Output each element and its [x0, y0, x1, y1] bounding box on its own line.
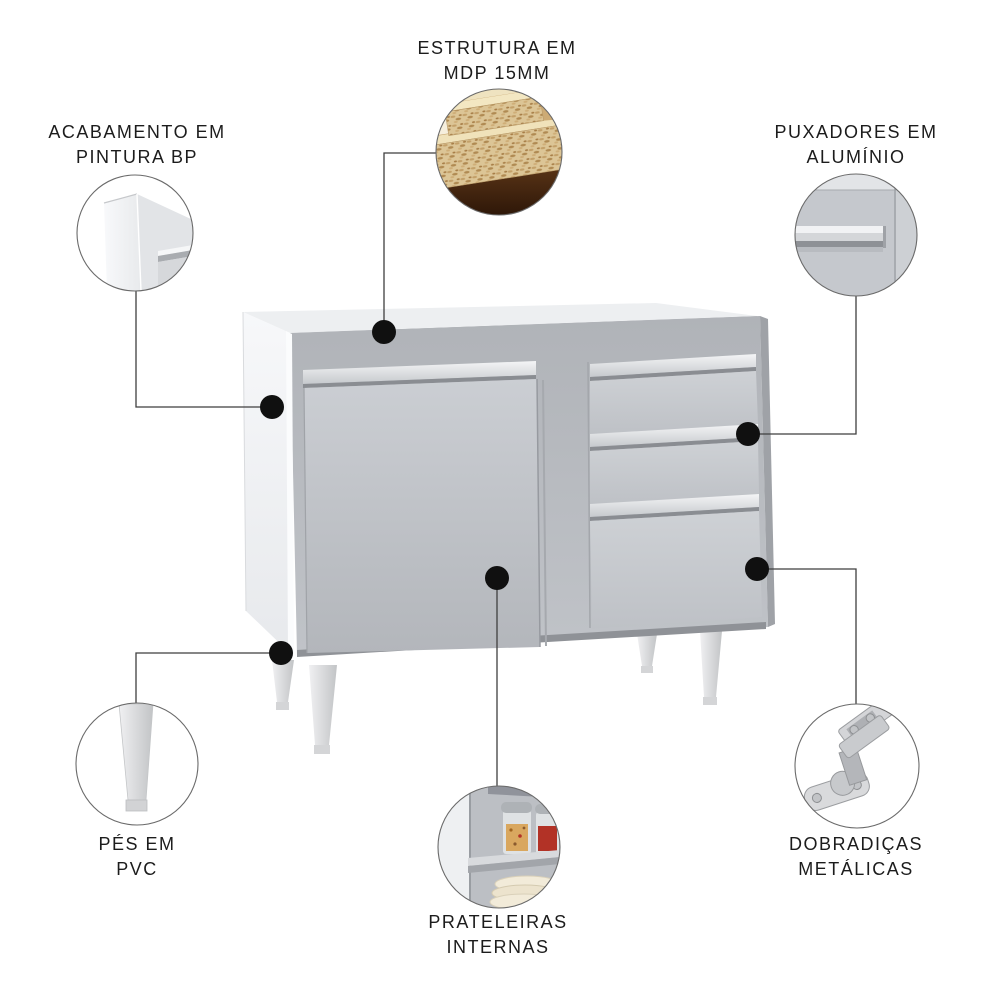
label-puxadores-aluminio: PUXADORES EM ALUMÍNIO — [774, 120, 937, 170]
metal-hinge-photo-icon — [803, 704, 894, 811]
label-dobradicas-metalicas: DOBRADIÇAS METÁLICAS — [789, 832, 923, 882]
cabinet-leg-back-left — [272, 660, 294, 710]
marker-dot-dobradicas — [745, 557, 769, 581]
label-dobradicas-line1: DOBRADIÇAS — [788, 834, 924, 854]
pvc-leg-photo-icon — [118, 703, 154, 812]
label-acabamento-bp: ACABAMENTO EM PINTURA BP — [48, 120, 225, 170]
cabinet-left-side-panel — [242, 311, 294, 655]
cabinet-drawers — [587, 354, 762, 629]
label-puxadores-line1: PUXADORES EM — [774, 122, 938, 142]
label-pes-pvc: PÉS EM PVC — [98, 832, 175, 882]
cabinet-right-edge — [760, 316, 775, 627]
callout-circle-dobradicas — [794, 703, 920, 829]
label-pes-line1: PÉS EM — [98, 834, 176, 854]
cabinet-illustration — [242, 303, 775, 754]
marker-dot-prateleiras — [485, 566, 509, 590]
connector-acabamento — [135, 291, 272, 408]
marker-dot-pes — [269, 641, 293, 665]
marker-dot-acabamento — [260, 395, 284, 419]
label-dobradicas-line2: METÁLICAS — [798, 859, 914, 879]
internal-shelf-photo-icon — [438, 786, 560, 908]
aluminum-handle-photo-icon — [795, 174, 917, 296]
label-prateleiras-line2: INTERNAS — [446, 937, 550, 957]
connector-pes — [135, 652, 281, 703]
callout-circle-estrutura — [435, 88, 563, 216]
connector-lines — [135, 152, 857, 786]
cabinet-drawer-3 — [590, 494, 762, 629]
callout-circle-prateleiras — [437, 785, 561, 909]
cabinet-leg-back-right — [637, 634, 657, 673]
cabinet-drawer-1 — [590, 354, 758, 434]
cabinet-open-top — [243, 303, 757, 333]
connector-puxadores — [748, 296, 857, 435]
connector-dobradicas — [757, 568, 857, 704]
marker-dot-estrutura — [372, 320, 396, 344]
callout-circle-acabamento — [76, 174, 194, 292]
marker-dot-puxadores — [736, 422, 760, 446]
label-puxadores-line2: ALUMÍNIO — [806, 147, 906, 167]
cabinet-drawer-2 — [590, 424, 759, 504]
label-pes-line2: PVC — [116, 859, 158, 879]
cabinet-legs — [272, 631, 722, 754]
mdp-chipboard-photo-icon — [436, 89, 562, 215]
connector-estrutura — [383, 152, 436, 332]
door-handle-strip — [303, 361, 536, 384]
cabinet-leg-front-left — [309, 665, 337, 754]
marker-dots — [260, 320, 769, 665]
label-acabamento-line1: ACABAMENTO EM — [48, 122, 226, 142]
callout-circle-puxadores — [794, 173, 918, 297]
label-prateleiras-internas: PRATELEIRAS INTERNAS — [428, 910, 567, 960]
cabinet-door — [303, 361, 547, 654]
label-prateleiras-line1: PRATELEIRAS — [428, 912, 568, 932]
label-estrutura-mdp: ESTRUTURA EM MDP 15MM — [417, 36, 576, 86]
label-estrutura-line1: ESTRUTURA EM — [417, 38, 577, 58]
label-estrutura-line2: MDP 15MM — [443, 63, 551, 83]
cabinet-leg-front-right — [700, 631, 722, 705]
callout-circle-pes — [75, 702, 199, 826]
label-acabamento-line2: PINTURA BP — [75, 147, 199, 167]
